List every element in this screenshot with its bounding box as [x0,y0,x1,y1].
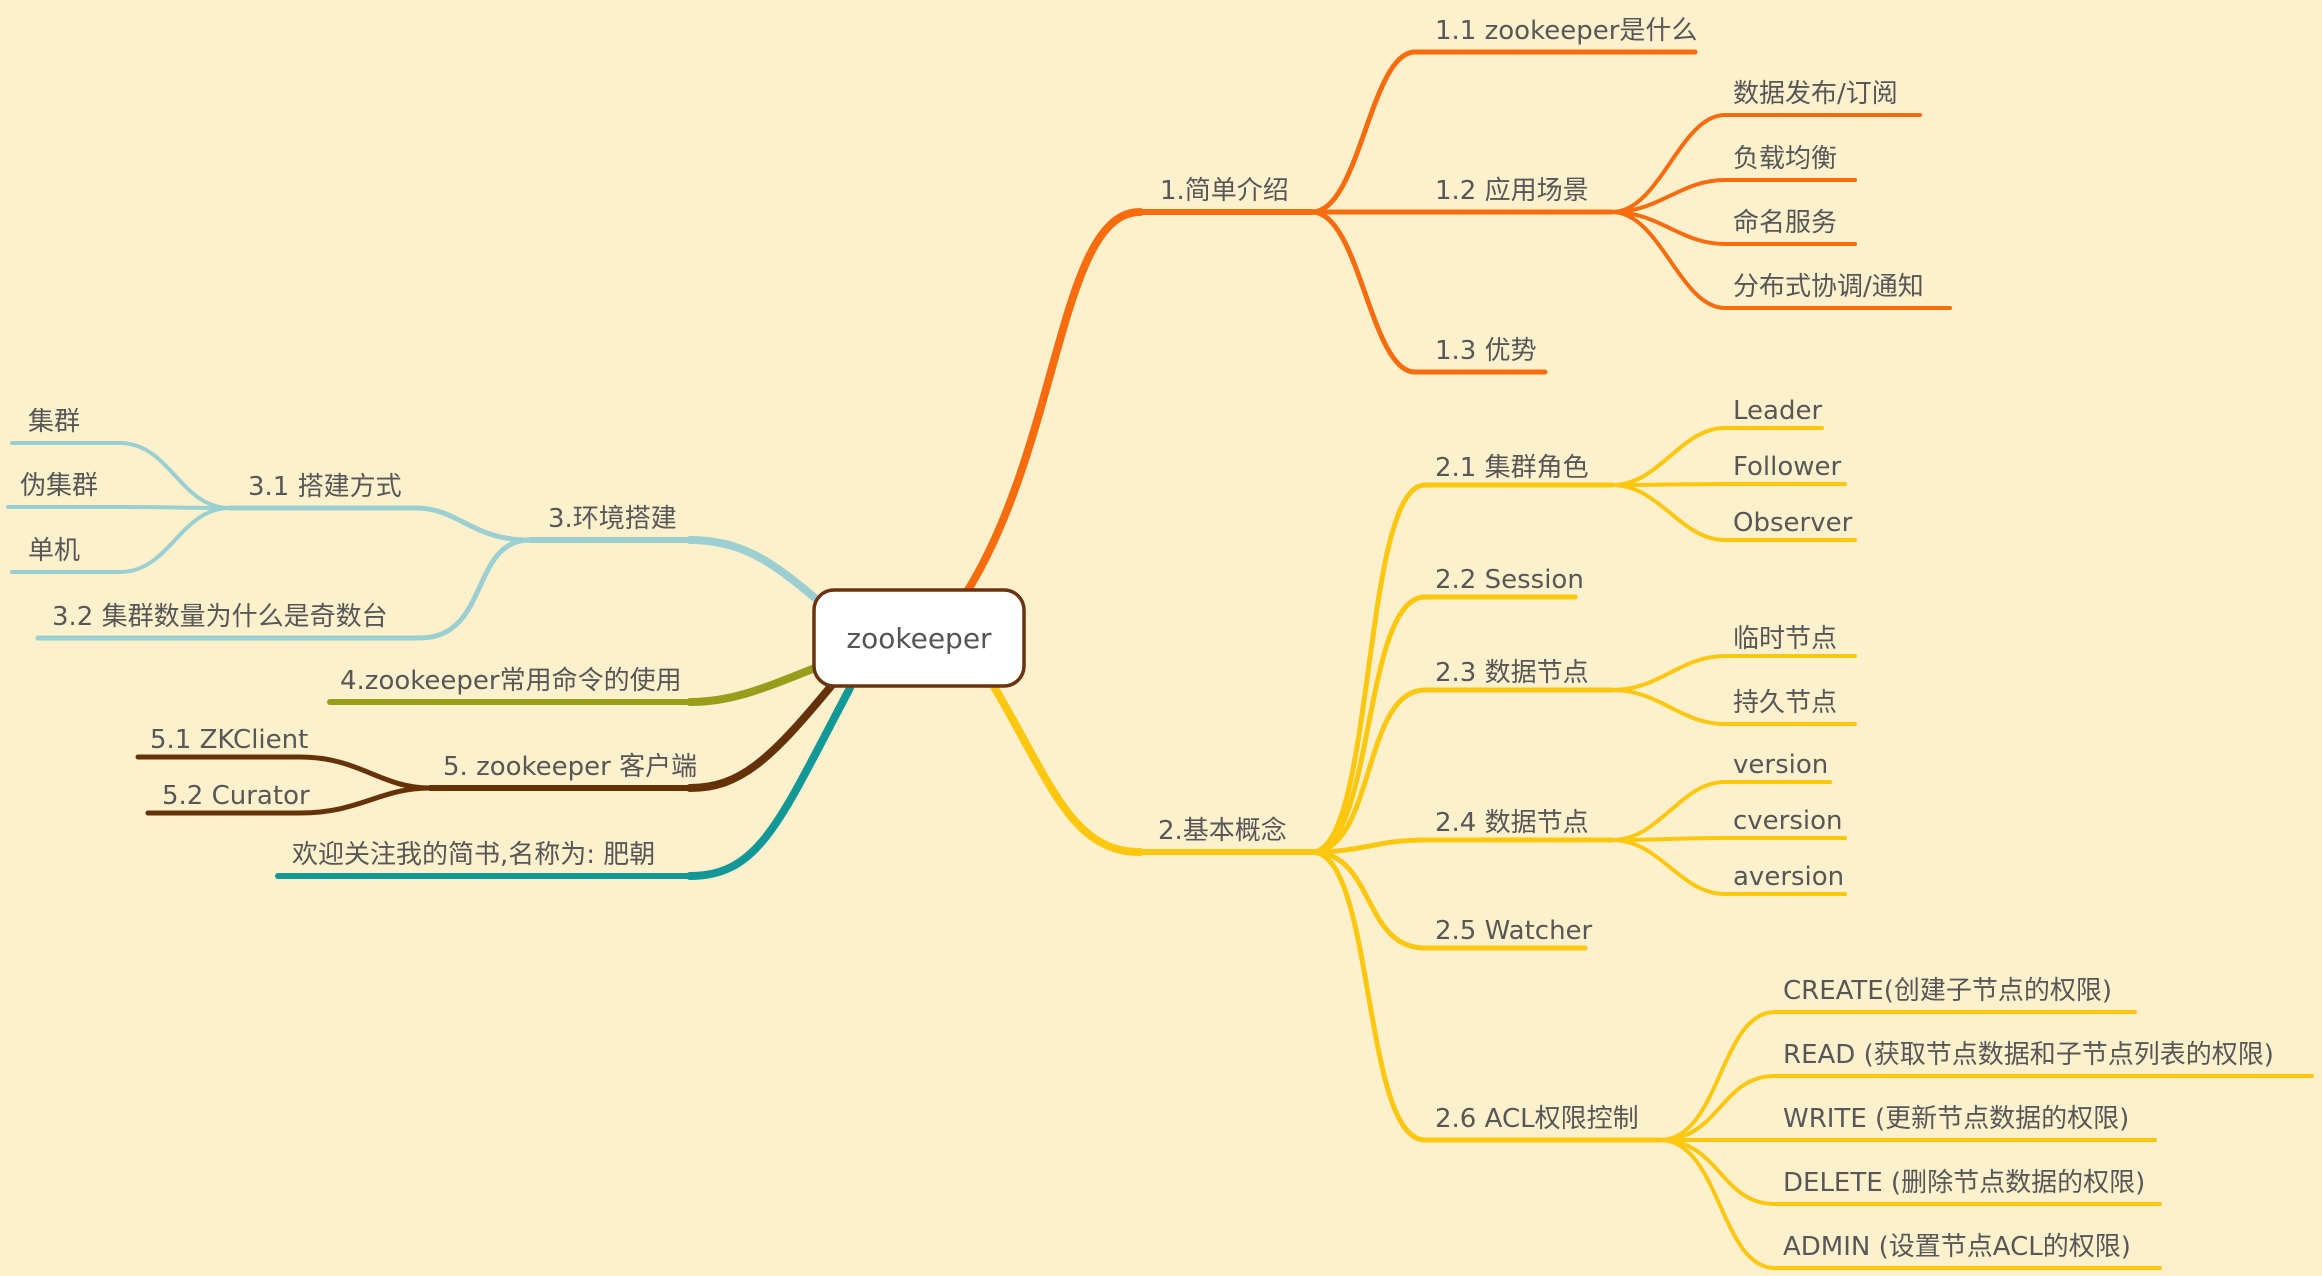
node-client[interactable]: 5. zookeeper 客户端 [443,752,697,782]
leaf-3-1-b[interactable]: 伪集群 [20,471,98,501]
node-follow[interactable]: 欢迎关注我的简书,名称为: 肥朝 [292,840,655,870]
edge-2-6-d [1658,1138,1777,1206]
leaf-2-6-a[interactable]: CREATE(创建子节点的权限) [1783,976,2112,1006]
edge-root-commands [686,664,819,706]
edge-2-1-b [1610,482,1727,487]
leaf-1-2-d[interactable]: 分布式协调/通知 [1733,272,1924,302]
edge-root-intro [964,208,1144,594]
leaf-2-4-c[interactable]: aversion [1733,862,1844,892]
node-1-3[interactable]: 1.3 优势 [1435,336,1537,366]
edge-root-concepts [986,676,1144,856]
node-2-1[interactable]: 2.1 集群角色 [1435,453,1589,483]
root-label: zookeeper [846,622,992,655]
leaf-2-6-b[interactable]: READ (获取节点数据和子节点列表的权限) [1783,1040,2274,1070]
edge-root-env [686,536,819,602]
edge-intro-1-3 [1309,209,1418,375]
leaf-3-1-a[interactable]: 集群 [28,407,80,437]
leaf-2-4-b[interactable]: cversion [1733,806,1843,836]
node-1-2[interactable]: 1.2 应用场景 [1435,176,1589,206]
root-node[interactable]: zookeeper [812,588,1026,688]
edge-1-2-b [1610,178,1727,214]
edge-env-3-2 [417,537,533,641]
edge-concepts-2-2 [1309,594,1428,855]
node-intro[interactable]: 1.简单介绍 [1160,176,1289,206]
edge-root-follow [686,684,854,880]
leaf-2-4-a[interactable]: version [1733,750,1828,780]
node-2-2[interactable]: 2.2 Session [1435,565,1584,595]
node-2-3[interactable]: 2.3 数据节点 [1435,658,1589,688]
edge-root-client [686,681,836,792]
node-concepts[interactable]: 2.基本概念 [1158,816,1287,846]
node-env[interactable]: 3.环境搭建 [548,504,677,534]
leaf-2-6-d[interactable]: DELETE (删除节点数据的权限) [1783,1168,2145,1198]
edge-2-4-a [1610,780,1727,842]
edge-2-6-b [1658,1074,1777,1142]
edge-1-2-d [1610,210,1727,310]
root-box [812,588,1026,688]
leaf-2-1-a[interactable]: Leader [1733,396,1822,426]
leaf-client-a[interactable]: 5.1 ZKClient [150,725,308,755]
branch-commands [327,664,819,706]
edge-concepts-2-1 [1309,482,1428,855]
branch-intro [964,49,1952,594]
edge-2-6-a [1658,1010,1777,1142]
edge-2-3-b [1610,688,1727,726]
edge-2-6-e [1658,1138,1777,1270]
edge-2-3-a [1610,654,1727,692]
edge-intro-1-1 [1309,49,1418,215]
node-commands[interactable]: 4.zookeeper常用命令的使用 [340,666,682,696]
edge-concepts-2-6 [1309,849,1428,1143]
edge-3-1-c [118,506,232,574]
leaf-2-6-c[interactable]: WRITE (更新节点数据的权限) [1783,1104,2129,1134]
edge-concepts-2-3 [1309,687,1428,855]
branch-concepts [986,426,2314,1270]
node-2-5[interactable]: 2.5 Watcher [1435,916,1593,946]
node-3-2[interactable]: 3.2 集群数量为什么是奇数台 [52,602,388,632]
edge-env-3-1 [412,505,533,543]
edge-2-1-a [1610,426,1727,487]
leaf-1-2-a[interactable]: 数据发布/订阅 [1733,79,1898,109]
edge-2-4-b [1610,836,1727,842]
leaf-2-1-b[interactable]: Follower [1733,452,1842,482]
node-1-1[interactable]: 1.1 zookeeper是什么 [1435,16,1697,46]
edge-3-1-a [118,441,232,510]
edge-concepts-2-4 [1309,837,1428,855]
branch-client [135,681,836,816]
edge-1-2-a [1610,113,1727,214]
leaf-2-6-e[interactable]: ADMIN (设置节点ACL的权限) [1783,1232,2131,1262]
branch-follow [275,684,854,880]
node-2-6[interactable]: 2.6 ACL权限控制 [1435,1104,1639,1134]
node-2-4[interactable]: 2.4 数据节点 [1435,808,1589,838]
leaf-1-2-b[interactable]: 负载均衡 [1733,144,1837,174]
edge-client-b [297,785,433,816]
leaf-2-3-b[interactable]: 持久节点 [1733,688,1837,718]
leaf-2-1-c[interactable]: Observer [1733,508,1853,538]
leaf-client-b[interactable]: 5.2 Curator [162,781,310,811]
edge-2-4-c [1610,838,1727,896]
branch-env [6,441,819,641]
leaf-1-2-c[interactable]: 命名服务 [1733,208,1837,238]
leaf-2-3-a[interactable]: 临时节点 [1733,624,1837,654]
leaf-3-1-c[interactable]: 单机 [28,536,80,566]
edge-3-1-b [118,505,232,510]
edge-concepts-2-5 [1309,849,1428,951]
edge-2-1-c [1610,483,1727,542]
node-3-1[interactable]: 3.1 搭建方式 [248,472,402,502]
